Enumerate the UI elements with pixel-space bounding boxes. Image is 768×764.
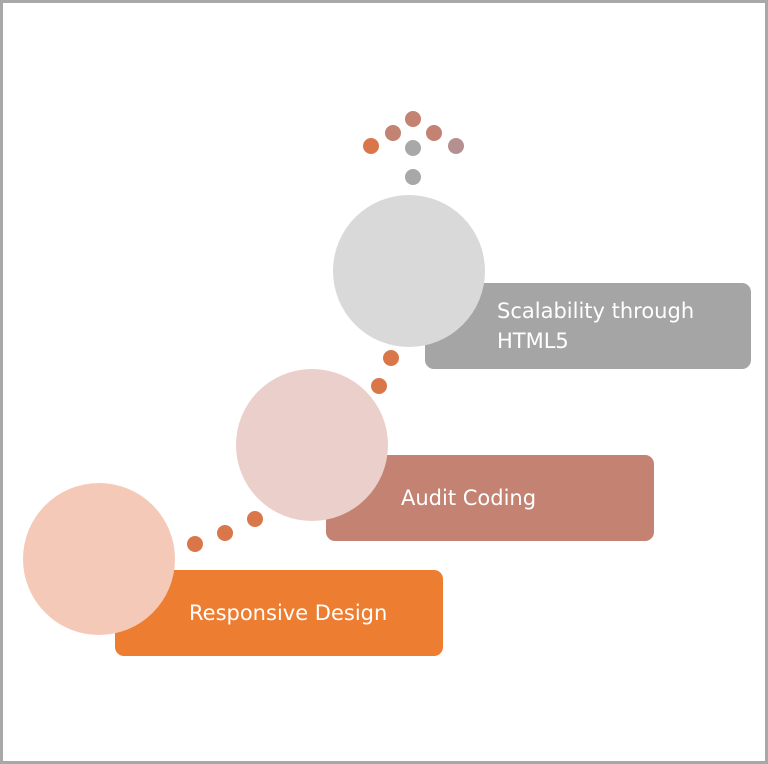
step-box-scalability: Scalability through HTML5 bbox=[425, 283, 751, 369]
arrow-dot bbox=[426, 125, 442, 141]
arrow-dot bbox=[448, 138, 464, 154]
connector-dot bbox=[383, 350, 399, 366]
step-circle-scalability bbox=[333, 195, 485, 347]
step-label-audit-coding: Audit Coding bbox=[401, 486, 537, 510]
arrow-dot bbox=[363, 138, 379, 154]
step-circle-audit-coding bbox=[236, 369, 388, 521]
step-label-scalability: Scalability through HTML5 bbox=[497, 299, 695, 353]
step-box-responsive-design: Responsive Design bbox=[115, 570, 443, 656]
arrow-dot bbox=[385, 125, 401, 141]
arrow-dot bbox=[405, 169, 421, 185]
connector-dot bbox=[371, 378, 387, 394]
connector-dot bbox=[217, 525, 233, 541]
step-circle-responsive-design bbox=[23, 483, 175, 635]
step-label-responsive-design: Responsive Design bbox=[189, 601, 388, 625]
connector-dot bbox=[187, 536, 203, 552]
arrow-dot bbox=[405, 140, 421, 156]
connector-dot bbox=[247, 511, 263, 527]
arrow-dot bbox=[405, 111, 421, 127]
